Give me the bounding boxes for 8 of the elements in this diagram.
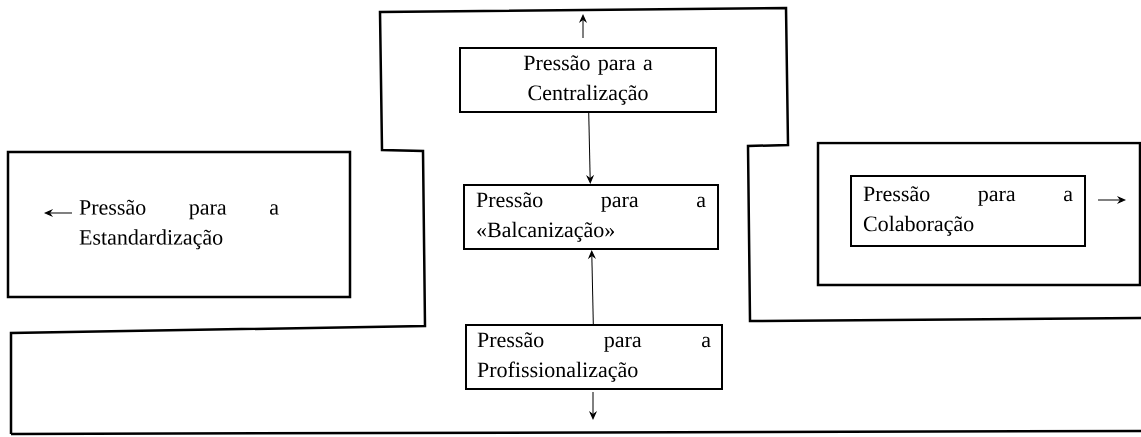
text-box: Pressão para a Estandardização [6, 150, 352, 299]
text-box: Pressão para a «Balcanização» [463, 184, 719, 250]
outer-box [816, 141, 1141, 287]
text-box: Pressão para a Profissionalização [465, 324, 723, 390]
text-box: Pressão para a Colaboração [850, 175, 1086, 247]
arrow [586, 112, 594, 184]
arrow [588, 250, 596, 325]
text-box: Pressão para a Centralização [459, 47, 717, 113]
